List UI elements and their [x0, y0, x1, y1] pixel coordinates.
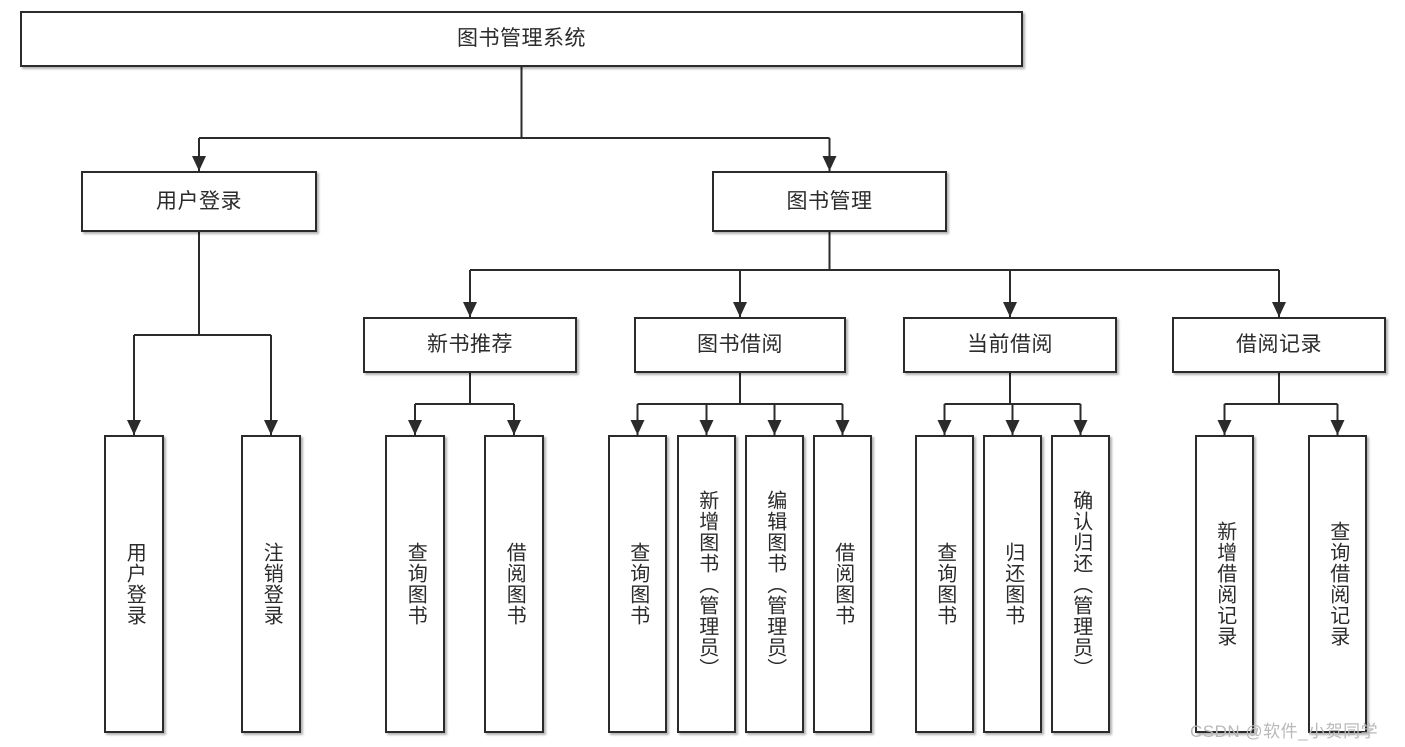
arrowhead — [1330, 420, 1345, 435]
node-label: 查询图书 — [626, 542, 649, 626]
node-label: 借阅记录 — [1236, 333, 1322, 357]
node-label: 图书管理系统 — [457, 27, 586, 51]
arrowhead — [822, 156, 837, 171]
arrowhead — [699, 420, 714, 435]
node-leaf-add-book: 新增图书（管理员） — [677, 435, 736, 733]
arrowhead — [767, 420, 782, 435]
node-leaf-user-login: 用户登录 — [104, 435, 164, 733]
arrowhead — [1272, 302, 1286, 317]
node-leaf-edit-book: 编辑图书（管理员） — [745, 435, 804, 733]
node-leaf-query-1: 查询图书 — [385, 435, 445, 733]
node-label: 确认归还（管理员） — [1069, 489, 1092, 679]
node-leaf-logout: 注销登录 — [241, 435, 301, 733]
node-borrow-record: 借阅记录 — [1172, 317, 1386, 373]
arrowhead — [1073, 420, 1088, 435]
arrowhead — [1003, 302, 1017, 317]
node-leaf-qry-record: 查询借阅记录 — [1308, 435, 1367, 733]
node-label: 查询图书 — [933, 542, 956, 626]
node-label: 图书管理 — [786, 189, 873, 213]
node-label: 图书借阅 — [697, 333, 783, 357]
node-label: 借阅图书 — [503, 542, 526, 626]
node-label: 新增借阅记录 — [1213, 521, 1236, 647]
node-book-manage: 图书管理 — [712, 171, 947, 232]
node-leaf-borrow-1: 借阅图书 — [484, 435, 544, 733]
node-leaf-borrow-2: 借阅图书 — [813, 435, 872, 733]
arrowhead — [463, 302, 477, 317]
node-label: 注销登录 — [260, 542, 283, 626]
node-user-login: 用户登录 — [81, 171, 317, 232]
node-label: 编辑图书（管理员） — [763, 489, 786, 679]
arrowhead — [630, 420, 645, 435]
node-label: 新书推荐 — [427, 333, 513, 357]
node-label: 查询借阅记录 — [1326, 521, 1349, 647]
arrowhead — [264, 420, 278, 435]
node-leaf-add-record: 新增借阅记录 — [1195, 435, 1254, 733]
node-book-borrow: 图书借阅 — [634, 317, 846, 373]
node-root: 图书管理系统 — [20, 11, 1023, 67]
node-label: 用户登录 — [156, 189, 242, 213]
arrowhead — [408, 420, 422, 435]
node-label: 当前借阅 — [967, 333, 1053, 357]
watermark: CSDN @软件_小贺同学 — [1190, 722, 1379, 741]
node-label: 归还图书 — [1001, 542, 1024, 626]
node-label: 新增图书（管理员） — [695, 489, 718, 679]
arrowhead — [127, 420, 141, 435]
node-leaf-query-2: 查询图书 — [608, 435, 667, 733]
arrowhead — [835, 420, 850, 435]
node-label: 查询图书 — [404, 542, 427, 626]
node-leaf-return: 归还图书 — [983, 435, 1042, 733]
node-leaf-query-3: 查询图书 — [915, 435, 974, 733]
node-current-borrow: 当前借阅 — [903, 317, 1117, 373]
arrowhead — [733, 302, 747, 317]
arrowhead — [1217, 420, 1232, 435]
arrowhead — [507, 420, 521, 435]
arrowhead — [192, 156, 206, 171]
arrowhead — [937, 420, 952, 435]
node-label: 借阅图书 — [831, 542, 854, 626]
arrowhead — [1005, 420, 1020, 435]
node-label: 用户登录 — [123, 542, 146, 626]
node-leaf-confirm: 确认归还（管理员） — [1051, 435, 1110, 733]
node-new-book-rec: 新书推荐 — [363, 317, 577, 373]
